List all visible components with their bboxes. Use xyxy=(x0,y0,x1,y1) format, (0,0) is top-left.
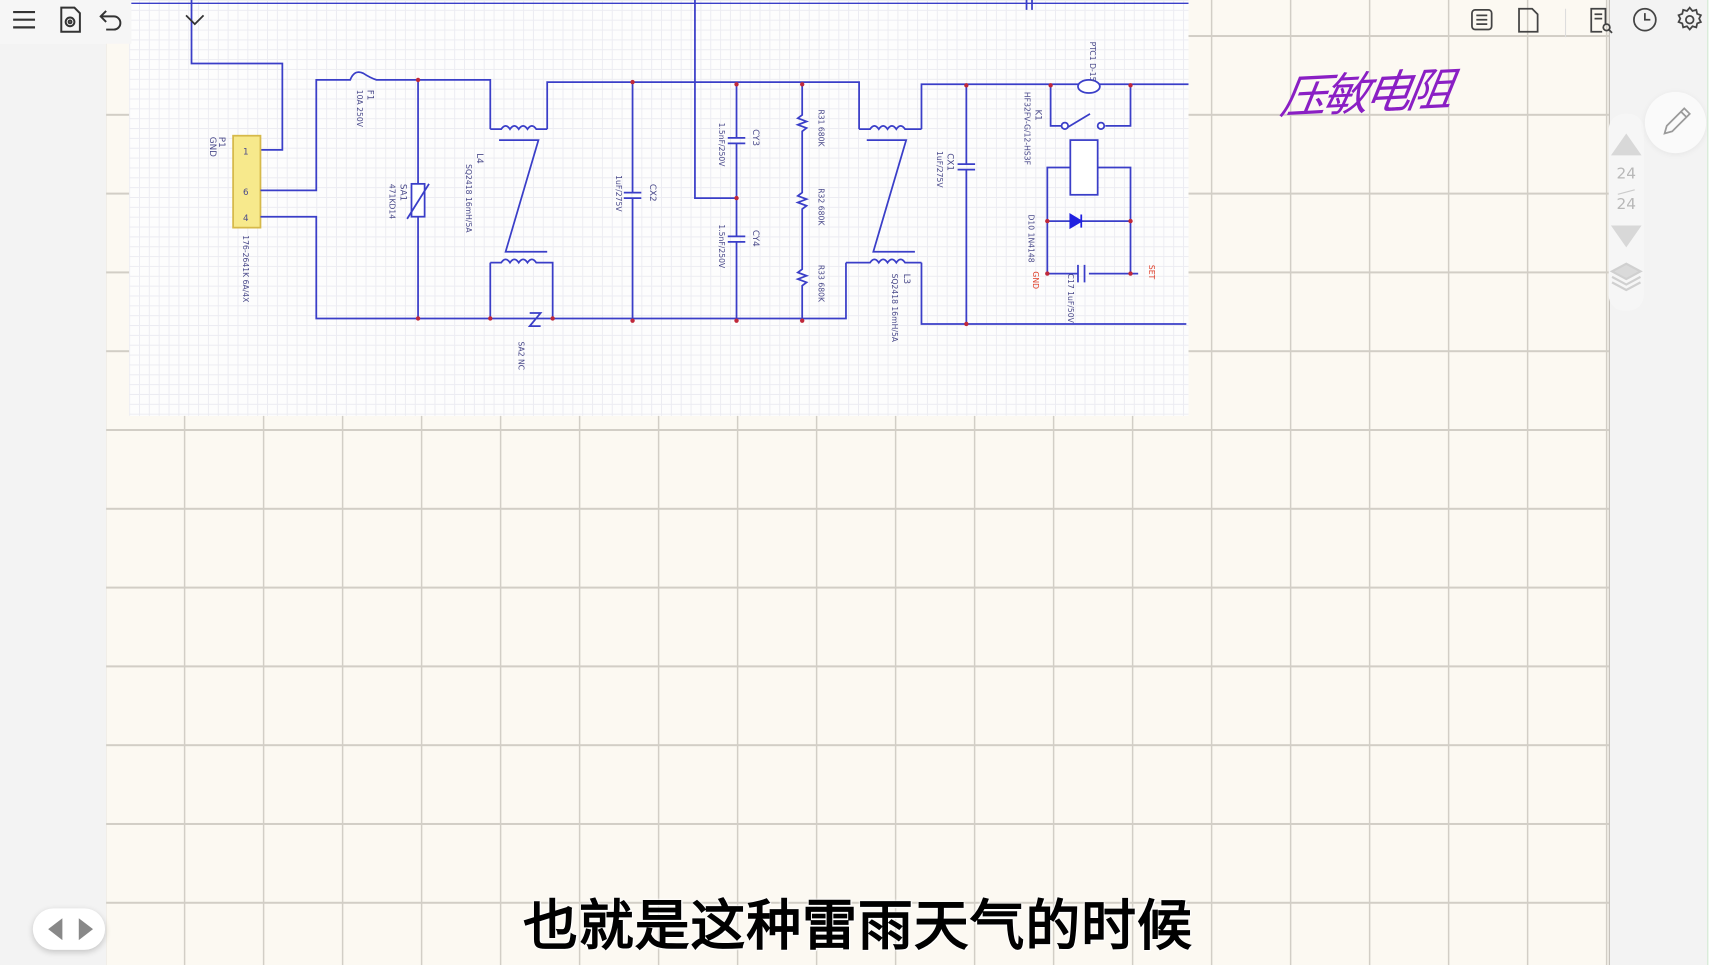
label-varistor-value: 471KD14 xyxy=(388,184,397,219)
undo-icon[interactable] xyxy=(96,4,127,35)
spark-gap xyxy=(527,312,543,328)
relay-switch xyxy=(1049,85,1132,128)
page-icon[interactable] xyxy=(1512,4,1543,35)
label-cx2-value: 1uF/275V xyxy=(614,175,623,212)
capacitor-cx1 xyxy=(957,85,976,324)
search-document-icon[interactable] xyxy=(1585,4,1616,35)
connector-p1 xyxy=(232,134,262,229)
triangle-right-icon[interactable] xyxy=(78,918,94,941)
page-down-icon[interactable] xyxy=(1610,225,1642,248)
label-connector: P1 xyxy=(216,137,226,148)
top-toolbar xyxy=(0,0,1716,44)
label-varistor: SA1 xyxy=(398,184,408,201)
label-cy3-value: 1.5nF/250V xyxy=(717,123,726,168)
relay-coil xyxy=(1069,139,1099,196)
video-subtitle: 也就是这种雷雨天气的时候 xyxy=(523,894,1193,958)
label-connector-pin: 1 xyxy=(243,147,249,157)
wire-gnd xyxy=(190,0,284,151)
label-connector-pin: 6 xyxy=(243,188,249,198)
net-label-right: SET xyxy=(1147,265,1156,280)
choke-l3-core xyxy=(866,139,915,253)
label-r31: R31 680K xyxy=(817,109,826,147)
triangle-left-icon[interactable] xyxy=(48,918,63,941)
label-cy4: CY4 xyxy=(750,230,760,247)
choke-l4-bottom xyxy=(489,258,554,319)
choke-l4-top xyxy=(490,124,548,131)
capacitor-cy3-cy4 xyxy=(727,84,746,321)
wire-neutral xyxy=(260,215,1187,325)
document-settings-icon[interactable] xyxy=(55,4,86,35)
total-pages: 24 xyxy=(1616,195,1637,214)
handwritten-annotation[interactable]: 压敏电阻 xyxy=(1277,62,1454,125)
layers-icon[interactable] xyxy=(1609,260,1644,293)
label-cx1: CX1 xyxy=(945,153,955,171)
choke-l3-top xyxy=(859,124,922,131)
page-navigation[interactable] xyxy=(32,908,106,950)
choke-l4-core xyxy=(499,139,548,253)
capacitor-top xyxy=(1025,0,1033,10)
current-page: 24 xyxy=(1616,165,1637,183)
chevron-down-icon[interactable] xyxy=(179,4,210,35)
label-cy3: CY3 xyxy=(750,129,760,146)
label-c17: C17 1uF/50V xyxy=(1066,274,1075,324)
label-gap: SA2 NC xyxy=(517,341,526,370)
label-l4-value: SQ2418 16mH/5A xyxy=(464,164,473,233)
wire-635 xyxy=(694,0,737,199)
pen-tool-button[interactable] xyxy=(1644,91,1707,154)
resistor-chain xyxy=(795,84,810,321)
label-diode: D10 1N4148 xyxy=(1027,215,1036,263)
page-up-icon[interactable] xyxy=(1610,133,1642,156)
net-label-left: GND xyxy=(1031,271,1040,289)
label-l3-value: SQ2418 16mH/5A xyxy=(890,274,899,343)
choke-l3-bottom xyxy=(845,258,922,265)
label-l3: L3 xyxy=(901,274,911,284)
label-connector-pin: 4 xyxy=(243,214,249,224)
label-relay-value: HF32FV-G/12-HS3F xyxy=(1022,92,1031,165)
label-l4: L4 xyxy=(474,153,484,164)
right-edge-strip xyxy=(1707,0,1716,965)
menu-icon[interactable] xyxy=(9,4,40,35)
label-ptc: PTC1 D-15 xyxy=(1088,42,1097,82)
label-fuse: F1 xyxy=(365,90,375,101)
label-cx2: CX2 xyxy=(647,184,657,202)
pencil-icon xyxy=(1663,107,1691,135)
settings-gear-icon[interactable] xyxy=(1674,4,1705,35)
label-connector-part: 176-2641K 6A/4X xyxy=(241,235,250,302)
label-connector-net: GND xyxy=(207,137,217,157)
label-fuse-value: 10A 250V xyxy=(355,90,364,128)
history-clock-icon[interactable] xyxy=(1630,4,1661,35)
toolbar-divider xyxy=(1564,8,1567,38)
outline-list-icon[interactable] xyxy=(1466,4,1497,35)
label-cy4-value: 1.5nF/250V xyxy=(717,224,726,269)
junction-dots xyxy=(415,77,1133,327)
ptc-thermistor xyxy=(1077,79,1101,94)
capacitor-cx2 xyxy=(623,82,642,321)
capacitor-c17 xyxy=(1077,264,1086,283)
label-relay: K1 xyxy=(1032,109,1042,120)
label-cx1-value: 1uF/275V xyxy=(935,151,944,188)
label-r33: R33 680K xyxy=(817,265,826,303)
pasted-schematic-image[interactable]: 1 6 4 P1 GND 176-2641K 6A/4X F1 10A 250V… xyxy=(129,0,1189,416)
schematic-drawing: 1 6 4 P1 GND 176-2641K 6A/4X F1 10A 250V… xyxy=(129,0,1189,370)
label-r32: R32 680K xyxy=(817,188,826,226)
